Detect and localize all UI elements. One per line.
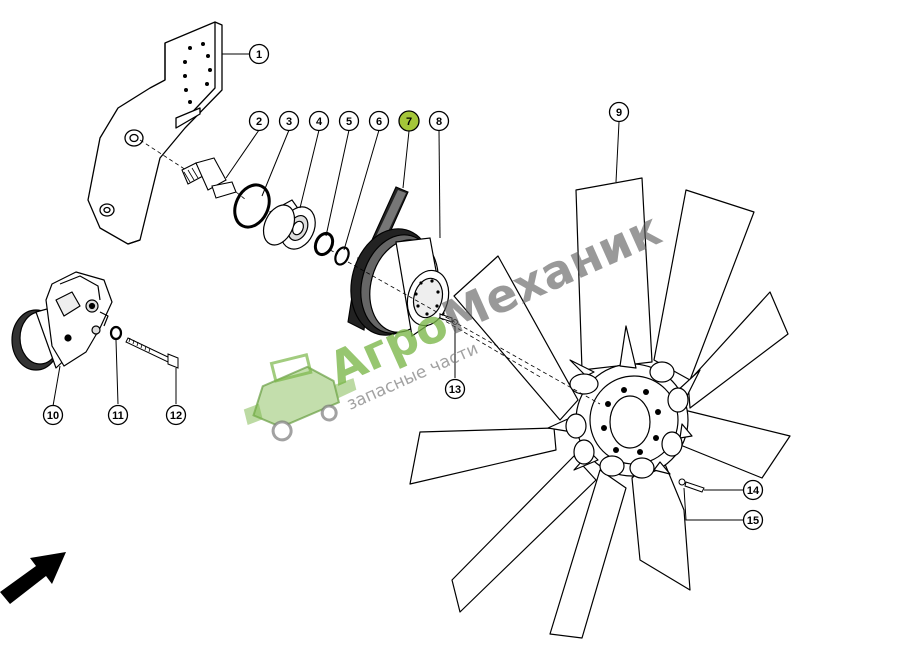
callout-9: 9	[608, 101, 630, 123]
callout-4: 4	[308, 110, 330, 132]
direction-arrow-icon	[0, 552, 66, 604]
bolt-part	[181, 157, 237, 199]
small-washer-part	[109, 325, 123, 341]
assembly-lines	[139, 139, 601, 405]
svg-text:3: 3	[286, 116, 292, 128]
combine-harvester-icon	[243, 352, 357, 442]
tensioner-part	[11, 271, 113, 371]
callout-6: 6	[368, 110, 390, 132]
svg-text:12: 12	[170, 410, 182, 422]
svg-text:7: 7	[406, 116, 412, 128]
screw-part	[125, 337, 179, 369]
svg-text:4: 4	[316, 116, 323, 128]
fan-part	[409, 177, 791, 639]
circlip-part	[334, 246, 350, 266]
callout-11: 11	[107, 404, 129, 426]
svg-text:6: 6	[376, 116, 382, 128]
callout-14: 14	[742, 479, 764, 501]
svg-text:8: 8	[436, 116, 442, 128]
callout-3: 3	[278, 110, 300, 132]
pulley-part	[350, 228, 450, 338]
svg-text:15: 15	[747, 515, 759, 527]
svg-text:14: 14	[747, 485, 760, 497]
callout-10: 10	[42, 404, 64, 426]
callout-8: 8	[428, 110, 450, 132]
snap-ring-part	[233, 183, 271, 229]
callout-2: 2	[248, 110, 270, 132]
svg-text:9: 9	[616, 107, 622, 119]
callout-15: 15	[742, 509, 764, 531]
bracket-part	[87, 21, 223, 245]
svg-text:13: 13	[449, 384, 461, 396]
svg-text:10: 10	[47, 410, 59, 422]
fan-bolt-part	[678, 478, 705, 493]
svg-text:2: 2	[256, 116, 262, 128]
callout-12: 12	[165, 404, 187, 426]
callouts: 1 2 3 4 5 6 7 8	[42, 43, 764, 531]
leader-lines	[52, 53, 743, 521]
washer-part	[313, 231, 335, 257]
callout-5: 5	[338, 110, 360, 132]
svg-text:1: 1	[256, 49, 262, 61]
svg-text:5: 5	[346, 116, 352, 128]
callout-7: 7	[398, 110, 420, 132]
callout-13: 13	[444, 378, 466, 400]
callout-1: 1	[248, 43, 270, 65]
svg-text:11: 11	[112, 410, 124, 422]
bearing-part	[262, 199, 316, 250]
